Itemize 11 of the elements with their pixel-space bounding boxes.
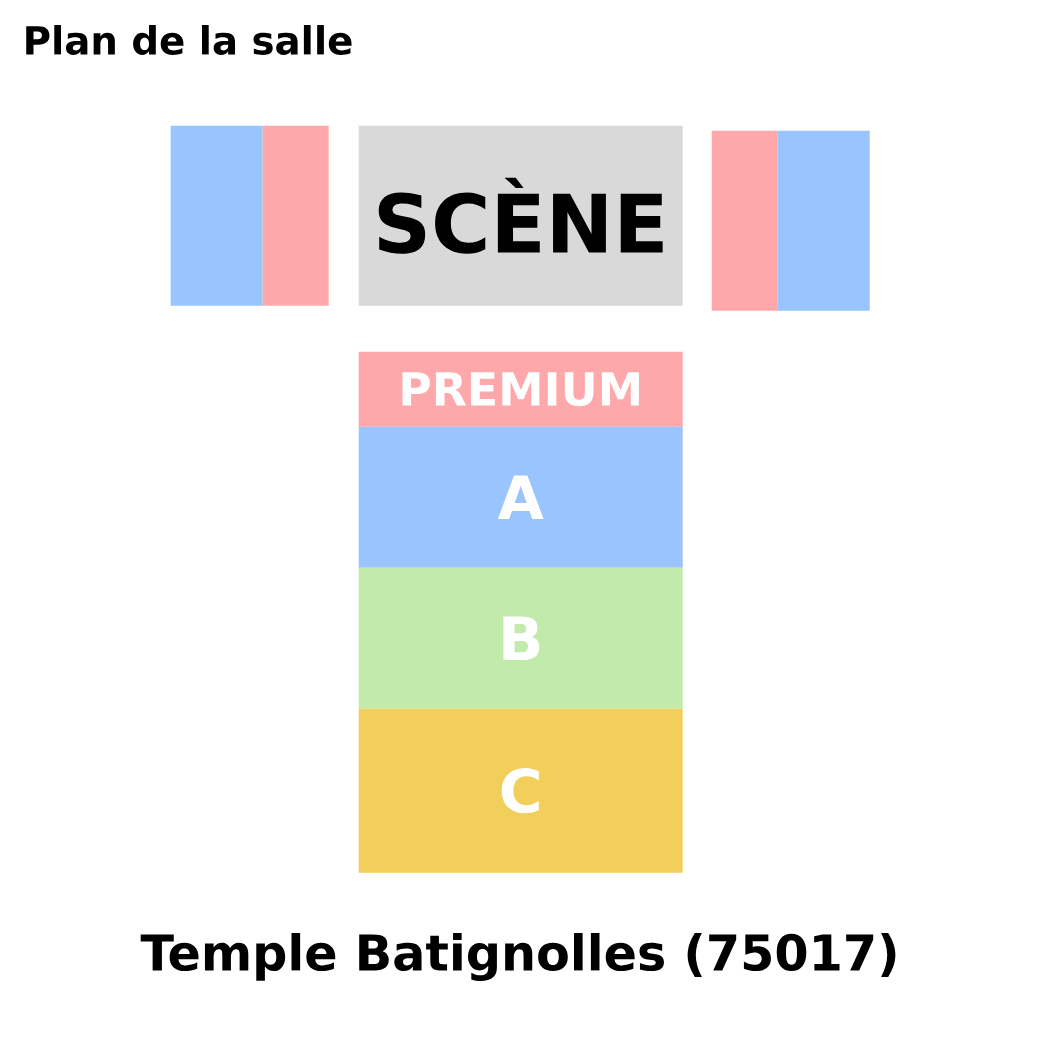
seating-block — [711, 130, 778, 311]
stage-box: SCÈNE — [358, 125, 683, 306]
seating-block — [170, 125, 263, 306]
seating-zone: B — [358, 567, 683, 709]
seating-zone: PREMIUM — [358, 351, 683, 427]
seating-block — [777, 130, 870, 311]
venue-caption: Temple Batignolles (75017) — [140, 933, 896, 982]
title: Plan de la salle — [26, 25, 352, 55]
seating-zone: C — [358, 708, 683, 873]
seating-block — [262, 125, 329, 306]
seating-zone: A — [358, 426, 683, 568]
